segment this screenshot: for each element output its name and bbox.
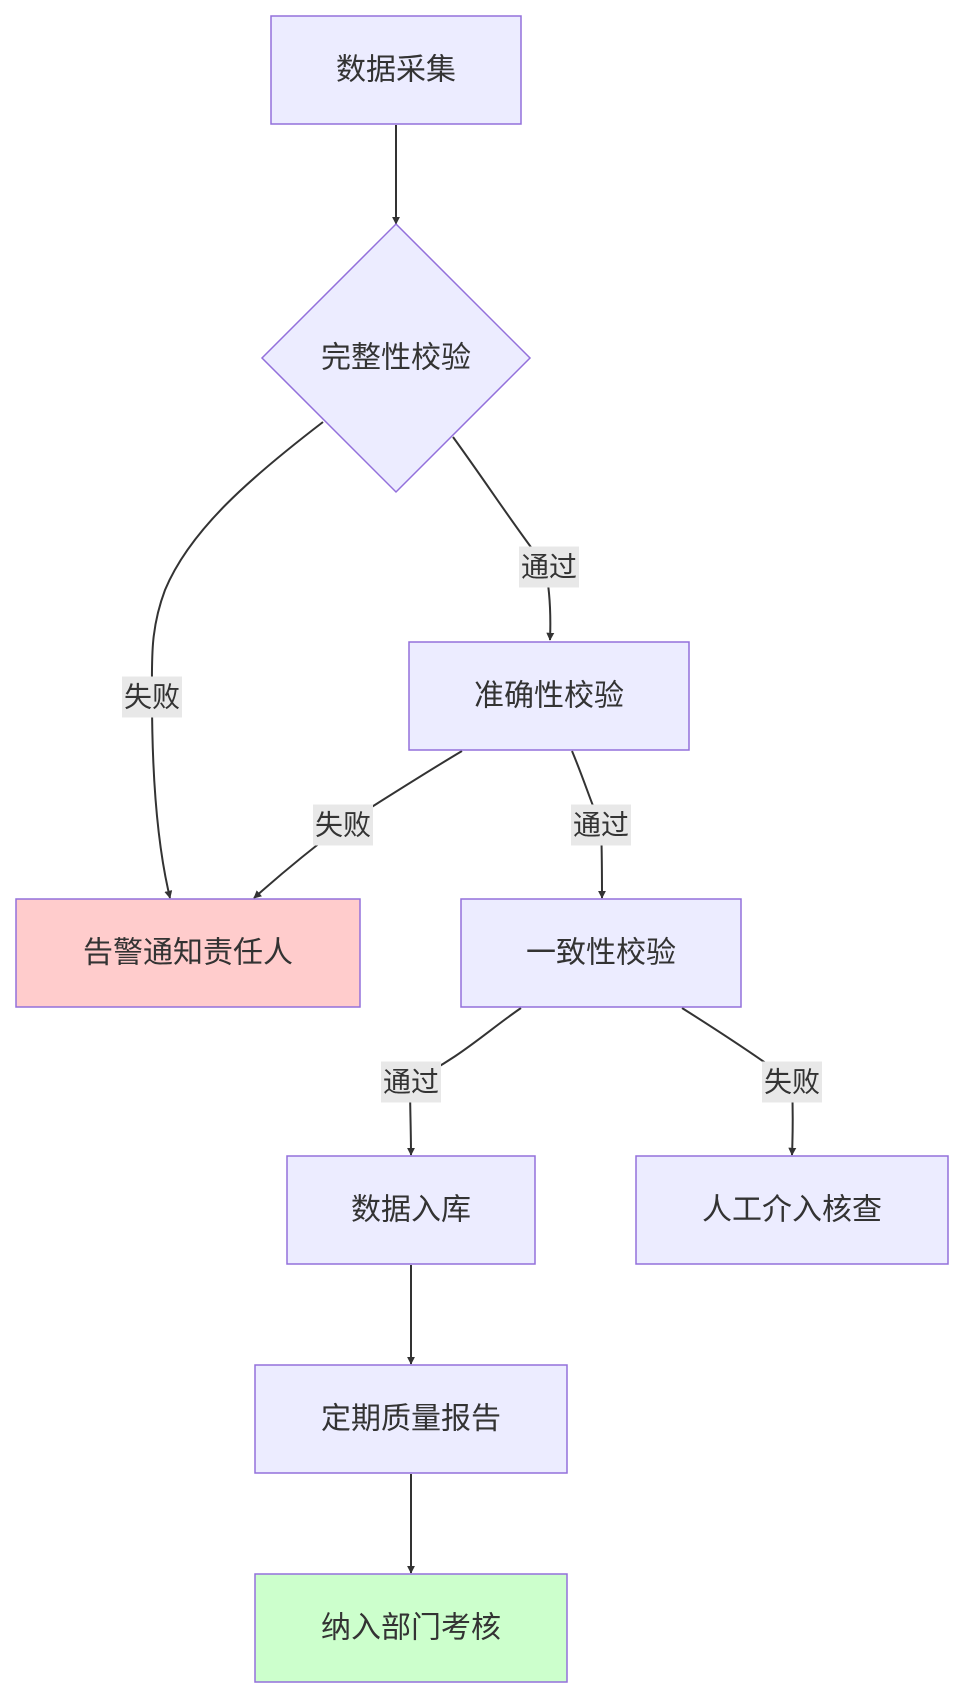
process-box: [270, 15, 522, 125]
node-manual: 人工介入核查: [635, 1155, 949, 1265]
node-label: 一致性校验: [526, 936, 676, 971]
edge-label-consistency-to-store: 通过: [380, 1061, 442, 1103]
decision-diamond: [260, 222, 532, 494]
node-label: 定期质量报告: [321, 1402, 501, 1437]
edge-label-accuracy-to-consistency: 通过: [570, 804, 632, 846]
node-report: 定期质量报告: [254, 1364, 568, 1474]
process-box: [286, 1155, 536, 1265]
node-label: 纳入部门考核: [321, 1611, 501, 1646]
process-box: [15, 898, 361, 1008]
edge-label-background: [518, 546, 580, 588]
process-box: [408, 641, 690, 751]
node-label: 完整性校验: [321, 341, 471, 376]
node-label: 数据入库: [351, 1193, 471, 1228]
node-label: 人工介入核查: [702, 1193, 882, 1228]
edge-label-text: 失败: [764, 1066, 820, 1099]
node-store: 数据入库: [286, 1155, 536, 1265]
edge-label-text: 失败: [315, 809, 371, 842]
edge-label-background: [312, 804, 374, 846]
node-label: 告警通知责任人: [83, 936, 293, 971]
edge-label-accuracy-to-alert: 失败: [312, 804, 374, 846]
node-collect: 数据采集: [270, 15, 522, 125]
edge-label-text: 通过: [521, 551, 577, 584]
process-box: [460, 898, 742, 1008]
node-accuracy: 准确性校验: [408, 641, 690, 751]
node-alert: 告警通知责任人: [15, 898, 361, 1008]
node-completeness: 完整性校验: [260, 222, 532, 494]
edge-label-background: [380, 1061, 442, 1103]
edge-label-consistency-to-manual: 失败: [761, 1061, 823, 1103]
edge-label-background: [761, 1061, 823, 1103]
process-box: [254, 1364, 568, 1474]
edge-label-text: 失败: [124, 681, 180, 714]
edge-label-background: [121, 676, 183, 718]
node-assess: 纳入部门考核: [254, 1573, 568, 1683]
edge-label-completeness-to-accuracy: 通过: [518, 546, 580, 588]
edge-label-completeness-to-alert: 失败: [121, 676, 183, 718]
node-label: 准确性校验: [474, 679, 624, 714]
process-box: [635, 1155, 949, 1265]
edge-label-background: [570, 804, 632, 846]
edge-completeness-to-alert: [150, 421, 324, 899]
edge-label-text: 通过: [573, 809, 629, 842]
edge-label-text: 通过: [383, 1066, 439, 1099]
node-consistency: 一致性校验: [460, 898, 742, 1008]
node-label: 数据采集: [336, 53, 456, 88]
process-box: [254, 1573, 568, 1683]
edge-completeness-to-accuracy: [452, 436, 555, 641]
edge-labels-layer: 通过失败失败通过通过失败: [121, 546, 823, 1103]
